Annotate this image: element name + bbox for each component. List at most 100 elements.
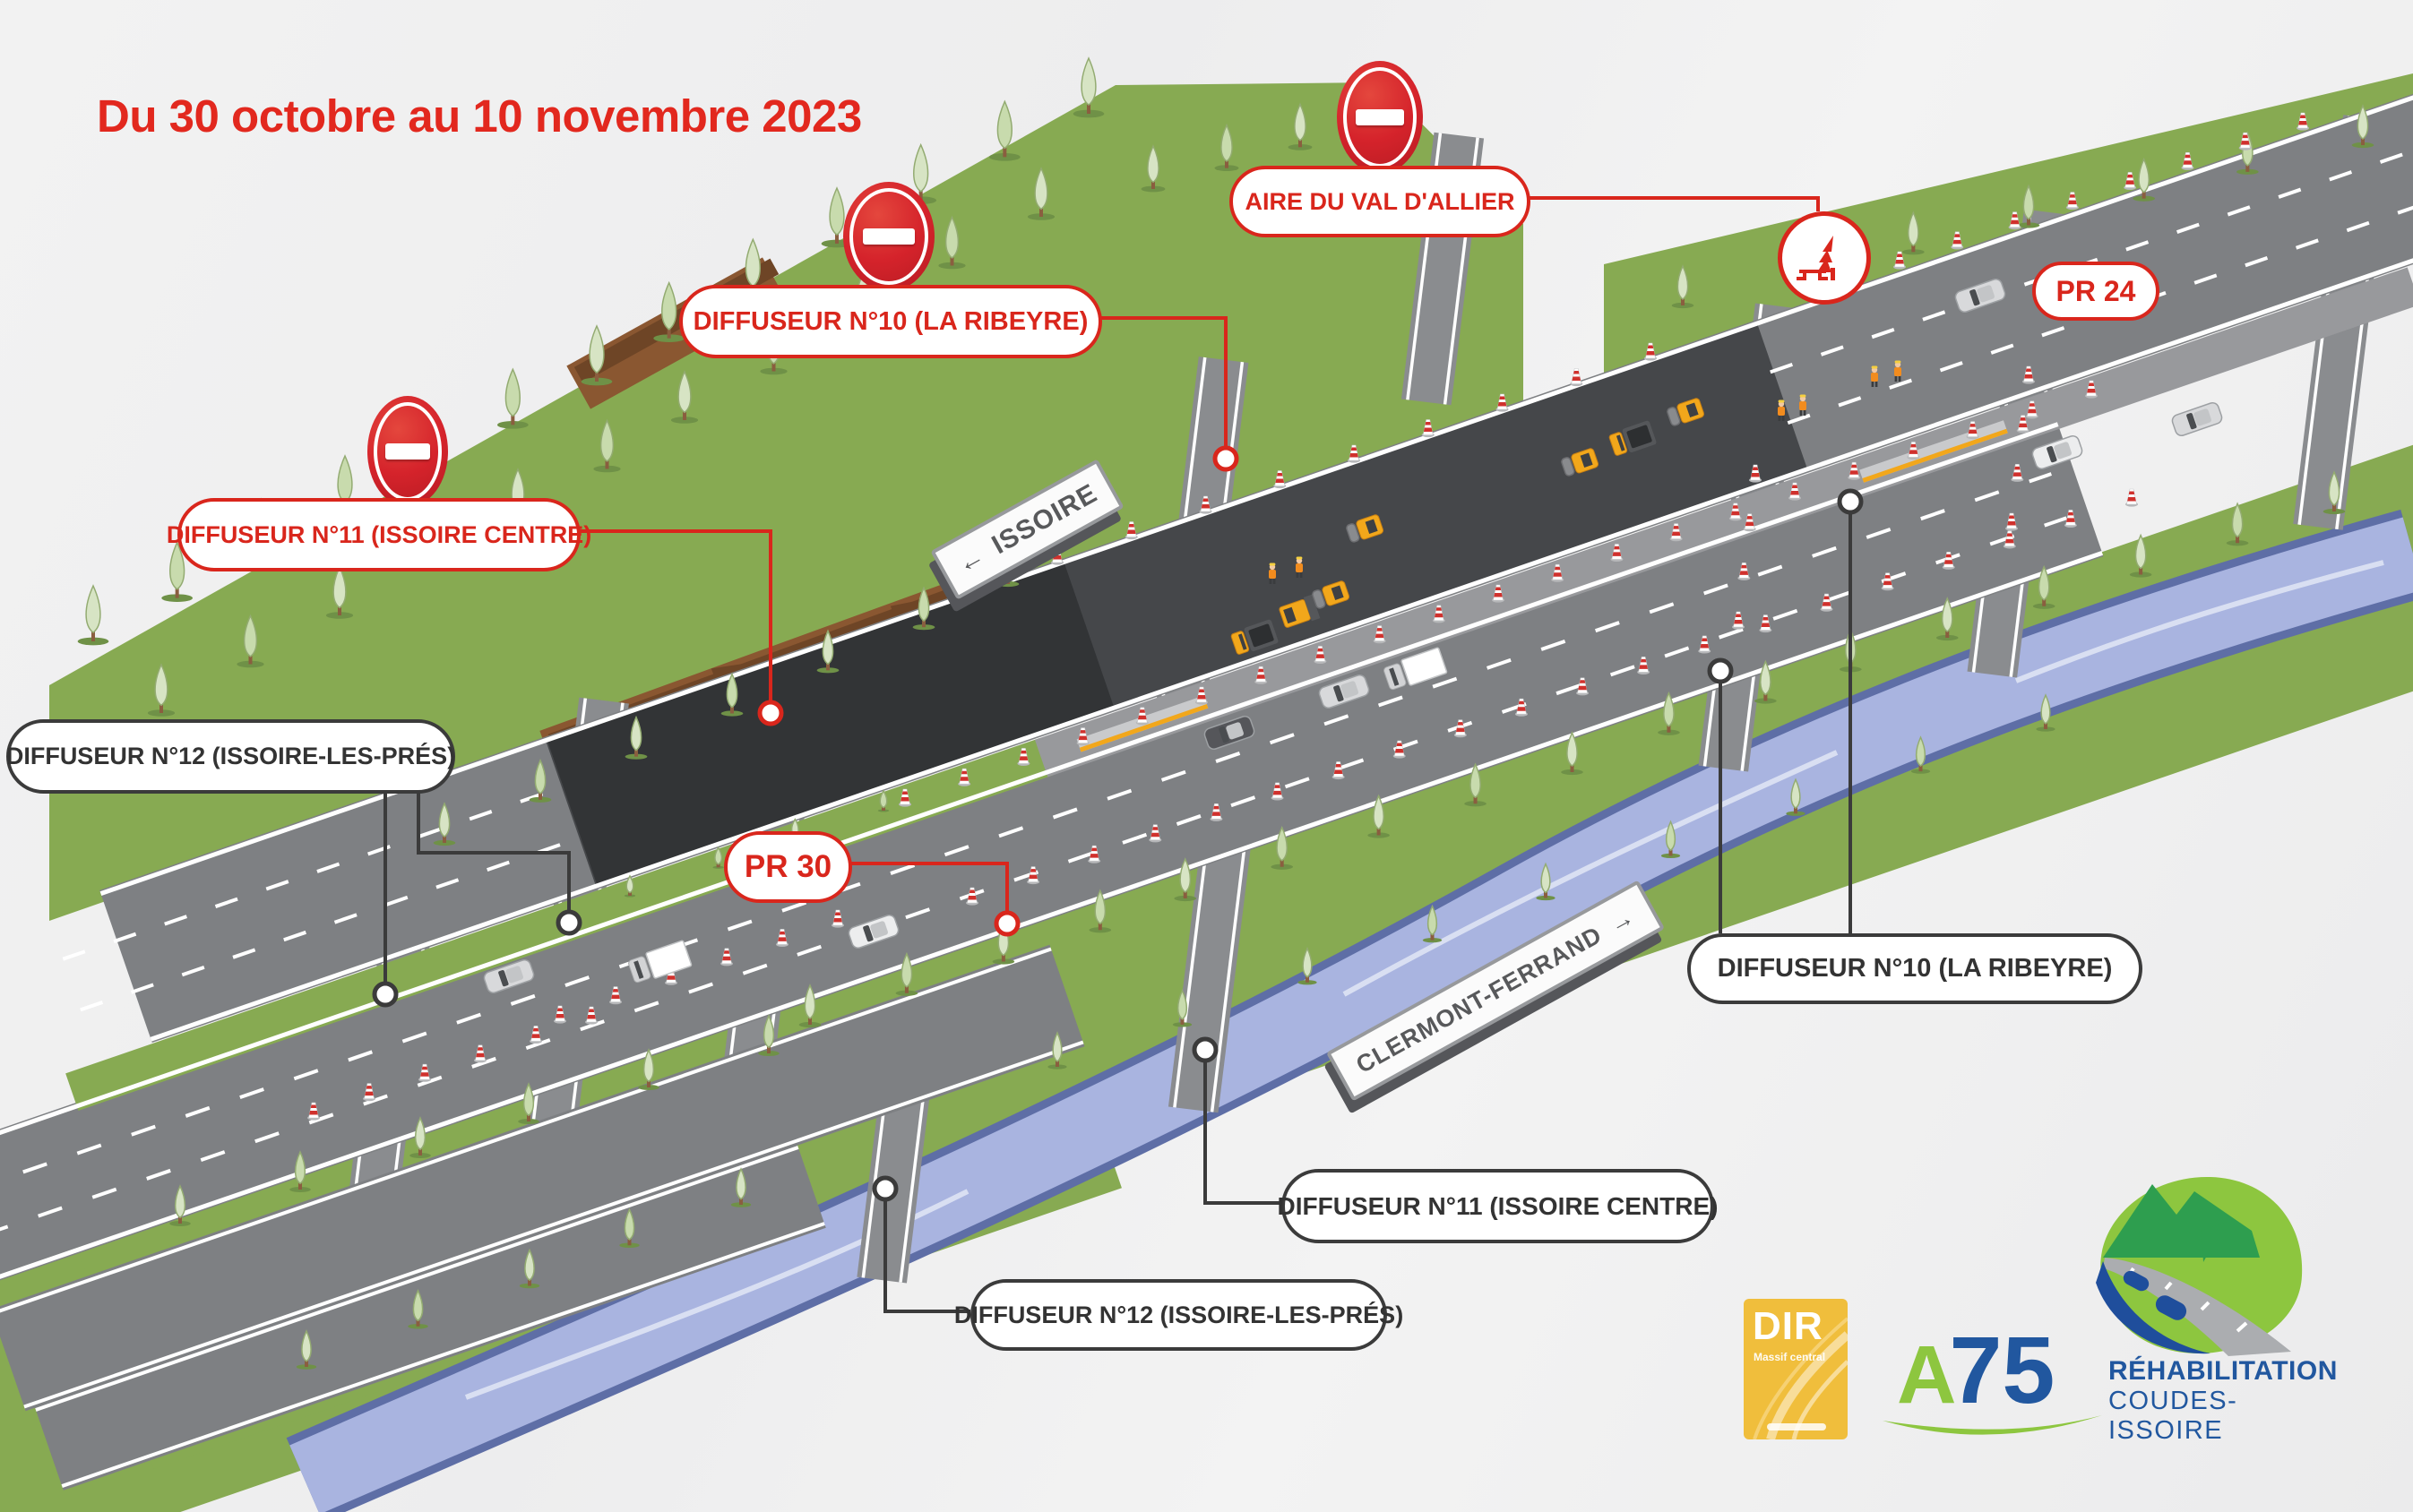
tree [77, 584, 109, 646]
traffic-cone [1051, 546, 1064, 565]
traffic-cone [1576, 677, 1590, 696]
connector-endpoint [1192, 1036, 1219, 1063]
traffic-cone [1195, 686, 1208, 705]
callout-pr24: PR 24 [2032, 262, 2159, 321]
tree [237, 614, 264, 668]
worker [1778, 399, 1785, 421]
connector-diffuseur12-left-b [417, 786, 571, 912]
traffic-cone [363, 1083, 375, 1102]
a75-line2: COUDES-ISSOIRE [2108, 1387, 2238, 1445]
road-markings [0, 95, 2413, 1488]
traffic-cone [1951, 231, 1964, 250]
lane-dashes [62, 785, 564, 961]
tree [409, 1116, 431, 1158]
dir-logo-url-bar [1767, 1423, 1826, 1430]
a75-rehabilitation-logo: A75 RÉHABILITATION COUDES-ISSOIRE [1877, 1130, 2337, 1462]
tree [1367, 794, 1390, 838]
tree [1671, 264, 1694, 309]
tree [1174, 857, 1197, 902]
road-line [99, 95, 2413, 896]
tree [877, 789, 890, 812]
ramp [857, 1045, 935, 1284]
tree [581, 324, 613, 386]
callout-label: DIFFUSEUR N°11 (ISSOIRE CENTRE) [1277, 1191, 1719, 1220]
traffic-cone [1027, 866, 1040, 885]
construction-roller [1346, 514, 1384, 543]
tree [938, 215, 966, 270]
traffic-cone [1848, 461, 1861, 480]
tree [1288, 102, 1313, 150]
river-highlight [2014, 560, 2384, 683]
callout-diffuseur-12-dark: DIFFUSEUR N°12 (ISSOIRE-LES-PRÉS) [954, 1279, 1403, 1351]
construction-roller [1561, 448, 1599, 477]
a75-swoosh [1883, 1415, 2102, 1435]
tree [1271, 825, 1294, 870]
no-entry-bar [1356, 108, 1404, 126]
callout-label: DIFFUSEUR N°12 (ISSOIRE-LES-PRÉS) [5, 743, 456, 769]
a75-emblem [2096, 1176, 2303, 1356]
traffic-cone [2238, 132, 2252, 150]
fresh-asphalt [546, 560, 1116, 888]
no-entry-icon [367, 396, 448, 507]
traffic-cone [1210, 803, 1223, 821]
traffic-cone [1749, 464, 1762, 483]
traffic-cone [1514, 698, 1528, 717]
tree [2129, 533, 2152, 578]
traffic-cone [1881, 572, 1894, 591]
traffic-cone [1698, 635, 1711, 654]
traffic-cone [1732, 611, 1745, 630]
road-line [23, 1040, 1084, 1409]
traffic-cone [1942, 551, 1955, 570]
callout-diffuseur-10-dark: DIFFUSEUR N°10 (LA RIBEYRE) [1687, 933, 2142, 1004]
a75-line1: RÉHABILITATION [2108, 1356, 2338, 1386]
tree [433, 802, 456, 846]
tree [1561, 731, 1583, 776]
tree [912, 586, 935, 631]
road-line [61, 1222, 825, 1488]
callout-label: PR 24 [2055, 274, 2136, 307]
worker [1871, 365, 1878, 387]
dir-massif-central-logo: DIR Massif central [1744, 1299, 1848, 1439]
connector-pr30 [845, 862, 1009, 913]
south-carriageway [0, 420, 2104, 1344]
vehicles [483, 279, 2223, 993]
traffic-cone [1966, 421, 1979, 440]
traffic-cone [609, 986, 622, 1005]
median-works [1034, 267, 2413, 777]
traffic-cone [1421, 419, 1435, 438]
traffic-cone [1135, 707, 1149, 726]
traffic-cone [307, 1102, 320, 1121]
callout-diffuseur-11-dark: DIFFUSEUR N°11 (ISSOIRE CENTRE) [1278, 1169, 1718, 1243]
callout-connectors [372, 196, 1864, 1313]
traffic-cone [474, 1044, 487, 1063]
traffic-cone [1076, 727, 1090, 746]
tree [895, 951, 918, 996]
tree [2133, 157, 2155, 202]
traffic-cone [1314, 646, 1327, 664]
car [2031, 435, 2083, 469]
tree [638, 1048, 659, 1090]
traffic-cone [2124, 172, 2137, 191]
traffic-cone [2297, 112, 2309, 131]
traffic-cone [1893, 251, 1906, 270]
traffic-cone [1759, 614, 1772, 633]
connector-endpoint [1707, 657, 1734, 684]
traffic-cone [1610, 544, 1624, 562]
tree [147, 663, 176, 717]
car [1203, 716, 1255, 750]
right-arrow-icon: → [1604, 902, 1640, 939]
traffic-cone [1495, 393, 1509, 412]
tree [2032, 564, 2055, 609]
tree [1786, 777, 1805, 816]
tree [325, 565, 354, 619]
no-entry-bar [863, 228, 915, 245]
traffic-cone [1637, 657, 1650, 674]
traffic-cone [1254, 666, 1268, 684]
rest-area-badge [1778, 211, 1871, 305]
callout-diffuseur-10-red: DIFFUSEUR N°10 (LA RIBEYRE) [679, 285, 1102, 358]
traffic-cone [1331, 761, 1345, 780]
tree [1422, 904, 1443, 943]
traffic-cone [1492, 584, 1504, 603]
traffic-cone [1271, 782, 1284, 801]
no-entry-icon [1337, 61, 1423, 174]
